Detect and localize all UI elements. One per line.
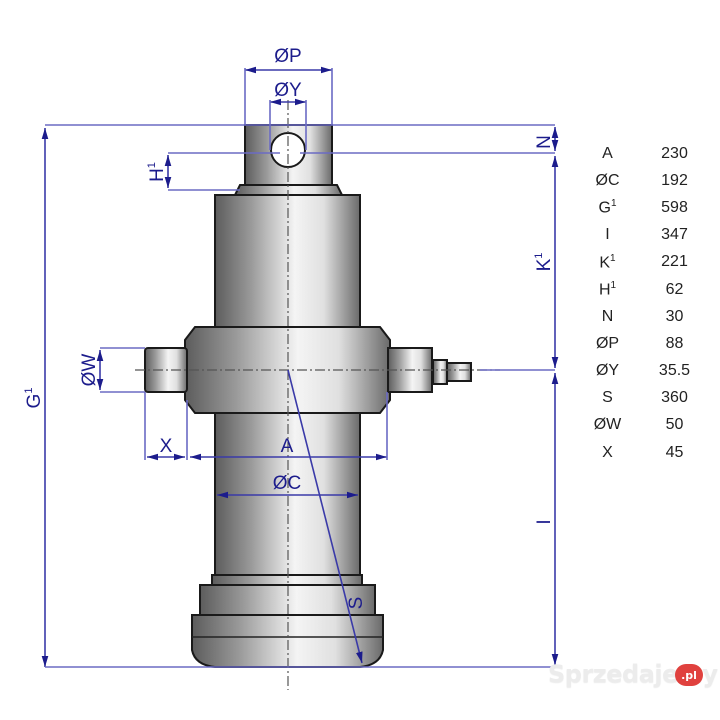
spec-row: ØP 88 (585, 330, 705, 357)
dim-label-k1: K1 (533, 253, 555, 272)
spec-label: I (585, 226, 630, 244)
dim-label-n: N (534, 135, 555, 149)
dim-label-y: ØY (274, 80, 302, 101)
dim-label-h1: H1 (146, 162, 168, 182)
hex-fitting (432, 359, 448, 385)
spec-value: 192 (661, 171, 688, 189)
spec-label: G1 (585, 198, 630, 217)
spec-label-text: S (602, 389, 613, 407)
dim-label-a: A (281, 436, 294, 457)
spec-label-text: H (598, 281, 611, 299)
spec-row: H1 62 (585, 276, 705, 303)
svg-text:G1: G1 (23, 388, 45, 409)
spec-label-text: ØW (593, 416, 622, 434)
spec-label: ØC (585, 172, 630, 190)
spec-row: ØY 35.5 (585, 358, 705, 385)
spec-label-superscript: 1 (610, 279, 617, 291)
spec-value: 88 (665, 334, 684, 352)
spec-row: S 360 (585, 385, 705, 412)
spec-label: S (585, 389, 630, 407)
spec-label: ØY (585, 362, 630, 380)
spec-value: 45 (665, 443, 684, 461)
spec-value: 50 (665, 416, 684, 434)
spec-label-text: ØY (595, 362, 620, 380)
spec-row: K1 221 (585, 249, 705, 276)
threaded-fitting (446, 362, 472, 382)
spec-label: ØW (585, 416, 630, 434)
spec-label-text: X (602, 443, 613, 461)
spec-label: N (585, 308, 630, 326)
svg-text:K1: K1 (533, 253, 555, 272)
spec-label: A (585, 145, 630, 163)
spec-label-text: I (605, 226, 610, 244)
watermark-badge: .pl (675, 664, 703, 686)
spec-row: ØW 50 (585, 412, 705, 439)
spec-label: ØP (585, 335, 630, 353)
spec-label: K1 (585, 253, 630, 272)
dim-label-c: ØC (273, 473, 302, 494)
spec-row: X 45 (585, 439, 705, 466)
spec-label-superscript: 1 (610, 252, 616, 264)
svg-text:H1: H1 (146, 162, 168, 182)
spec-value: 30 (665, 307, 684, 325)
spec-row: N 30 (585, 303, 705, 330)
spec-label-text: G (598, 199, 611, 217)
dim-label-i: I (534, 519, 555, 524)
svg-text:N: N (534, 135, 555, 149)
spec-value: 230 (661, 144, 688, 162)
spec-label-text: A (602, 144, 613, 162)
spec-value: 221 (661, 253, 688, 271)
spec-label-text: ØP (595, 334, 620, 352)
spec-label: X (585, 444, 630, 462)
spec-row: I 347 (585, 222, 705, 249)
spec-label: H1 (585, 280, 630, 299)
spec-row: A 230 (585, 140, 705, 167)
dim-label-x: X (160, 436, 173, 457)
dim-label-s: S (346, 597, 367, 610)
spec-row: G1 598 (585, 194, 705, 221)
spec-value: 35.5 (658, 362, 691, 380)
svg-text:I: I (534, 519, 555, 524)
svg-text:ØW: ØW (79, 354, 100, 387)
spec-label-text: ØC (595, 171, 620, 189)
spec-label-text: N (601, 307, 614, 325)
spec-value: 360 (661, 389, 688, 407)
spec-row: ØC 192 (585, 167, 705, 194)
spec-label-text: K (599, 254, 611, 271)
spec-value: 598 (661, 198, 688, 216)
dim-label-w: ØW (79, 354, 100, 387)
spec-label-superscript: 1 (610, 198, 617, 210)
dim-label-g1: G1 (23, 388, 45, 409)
svg-text:S: S (346, 597, 367, 610)
spec-value: 62 (665, 280, 684, 298)
spec-value: 347 (661, 226, 688, 244)
dim-label-p: ØP (274, 46, 301, 67)
